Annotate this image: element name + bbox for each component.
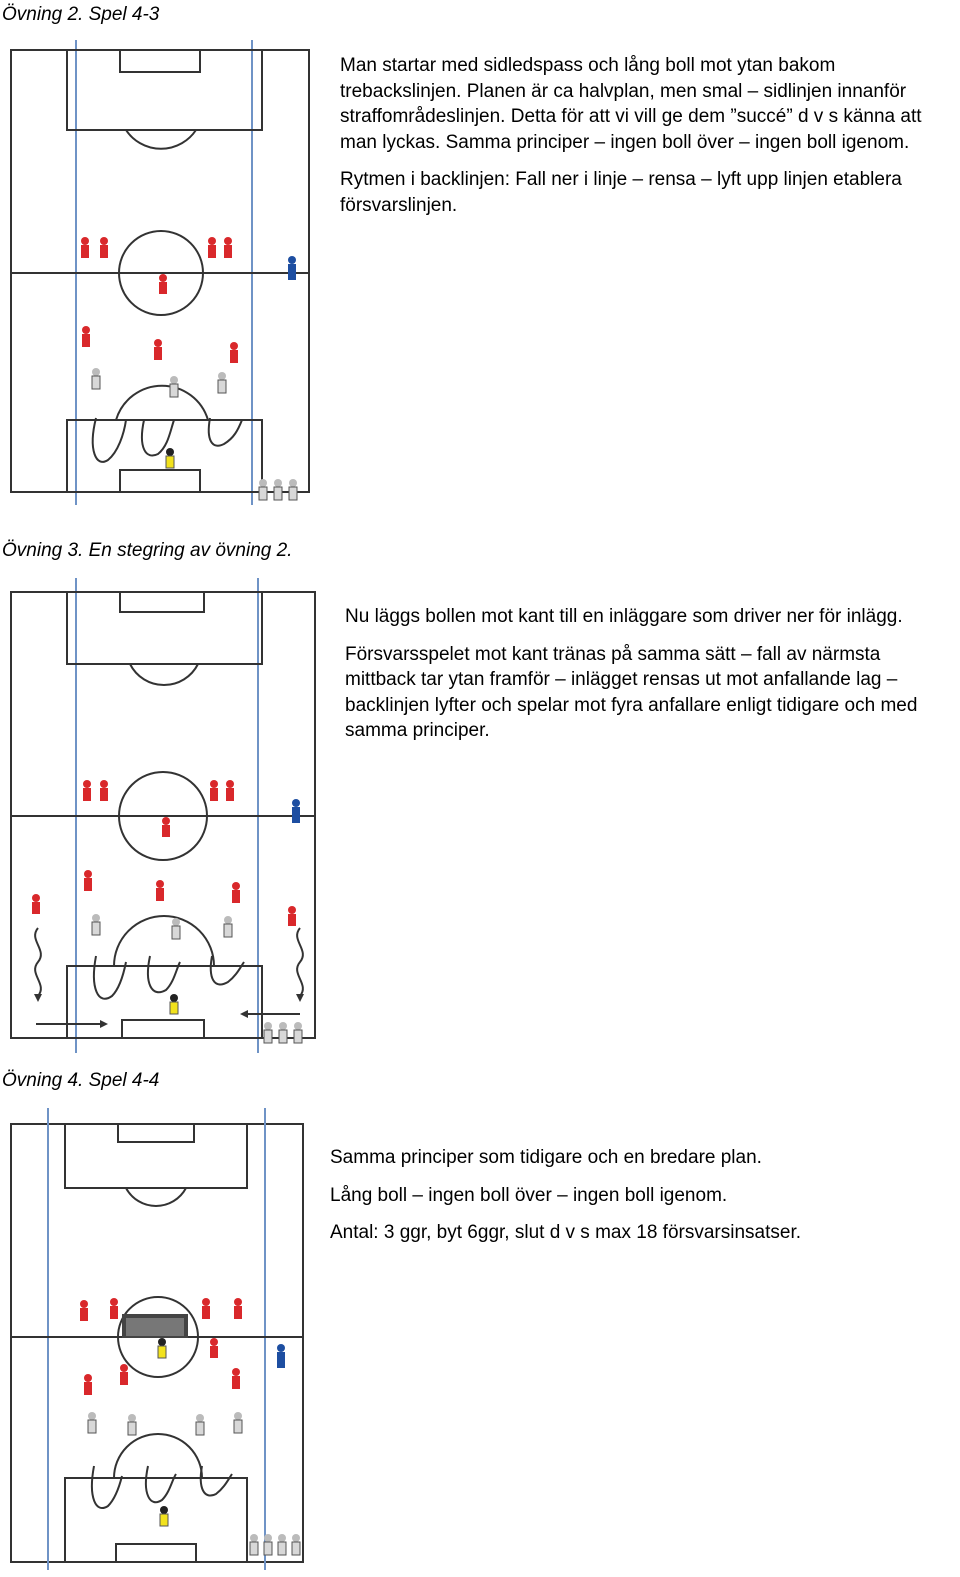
paragraph: Man startar med sidledspass och lång bol… [340, 55, 922, 153]
player-figures [80, 1298, 301, 1556]
pitch-diagram-ovning-2 [10, 40, 310, 505]
paragraph: Nu läggs bollen mot kant till en inlägga… [345, 606, 903, 627]
section-heading-ovning-2: Övning 2. Spel 4-3 [2, 4, 160, 25]
section-heading-ovning-4: Övning 4. Spel 4-4 [2, 1070, 160, 1091]
section-heading-ovning-3: Övning 3. En stegring av övning 2. [2, 540, 293, 561]
pitch-diagram-ovning-4 [10, 1108, 304, 1570]
paragraph: Lång boll – ingen boll över – ingen boll… [330, 1184, 728, 1206]
paragraph: Rytmen i backlinjen: Fall ner i linje – … [340, 169, 902, 216]
mini-goal [122, 1314, 188, 1338]
paragraph: Antal: 3 ggr, byt 6ggr, slut d v s max 1… [330, 1222, 802, 1243]
paragraph: Försvarsspelet mot kant tränas på samma … [345, 643, 918, 742]
section-text-ovning-4: Samma principer som tidigare och en bred… [330, 1145, 955, 1258]
section-text-ovning-3: Nu läggs bollen mot kant till en inlägga… [345, 604, 955, 756]
player-figures [32, 780, 303, 1044]
player-figures [81, 237, 298, 501]
pitch-diagram-ovning-3 [10, 578, 316, 1053]
section-text-ovning-2: Man startar med sidledspass och lång bol… [340, 53, 955, 230]
paragraph: Samma principer som tidigare och en bred… [330, 1147, 762, 1168]
